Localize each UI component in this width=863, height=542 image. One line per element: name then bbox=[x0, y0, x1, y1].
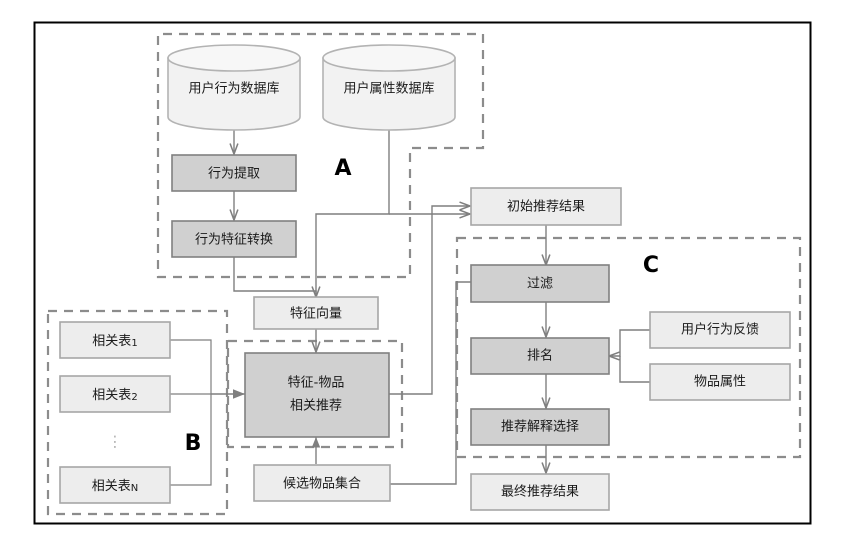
feature-vector-label: 特征向量 bbox=[290, 306, 342, 322]
relation-table-2-node[interactable]: 相关表2 bbox=[59, 375, 171, 413]
group-c-letter: C bbox=[643, 253, 659, 278]
db-user-attribute-label: 用户属性数据库 bbox=[343, 81, 434, 97]
feature-item-recommend-label-line1: 特征-物品 bbox=[288, 376, 345, 391]
final-recommend-result-node[interactable]: 最终推荐结果 bbox=[470, 473, 610, 511]
connector-recommend-to-initial-result bbox=[389, 206, 470, 395]
relation-table-n-node[interactable]: 相关表N bbox=[59, 466, 171, 504]
feature-item-recommend-label-line2: 相关推荐 bbox=[290, 399, 342, 414]
group-c-dashed-box bbox=[455, 236, 802, 459]
user-behavior-feedback-label: 用户行为反馈 bbox=[681, 322, 759, 338]
user-behavior-feedback-node[interactable]: 用户行为反馈 bbox=[649, 311, 791, 349]
db-user-behavior-label: 用户行为数据库 bbox=[188, 81, 279, 97]
db-user-attribute[interactable]: 用户属性数据库 bbox=[322, 44, 456, 131]
explanation-selection-node[interactable]: 推荐解释选择 bbox=[470, 408, 610, 446]
group-a-letter: A bbox=[334, 156, 351, 181]
ranking-label: 排名 bbox=[527, 348, 553, 364]
connector-itemattr-to-ranking bbox=[619, 356, 650, 383]
group-b-letter: B bbox=[185, 431, 202, 456]
connector-tablen-bus bbox=[170, 394, 212, 486]
relation-table-1-node[interactable]: 相关表1 bbox=[59, 321, 171, 359]
relation-table-1-label: 相关表1 bbox=[92, 334, 137, 350]
relation-table-2-label: 相关表2 bbox=[92, 388, 137, 404]
behavior-feature-transform-label: 行为特征转换 bbox=[195, 233, 273, 248]
feature-vector-node[interactable]: 特征向量 bbox=[253, 296, 379, 330]
feature-item-recommend-node[interactable]: 特征-物品 相关推荐 bbox=[244, 352, 390, 438]
relation-table-n-label: 相关表N bbox=[92, 479, 139, 495]
behavior-extraction-label: 行为提取 bbox=[208, 166, 260, 182]
candidate-item-set-node[interactable]: 候选物品集合 bbox=[253, 464, 391, 502]
filter-label: 过滤 bbox=[527, 277, 553, 292]
filter-node[interactable]: 过滤 bbox=[470, 264, 610, 303]
candidate-item-set-label: 候选物品集合 bbox=[283, 476, 361, 492]
item-attribute-label: 物品属性 bbox=[694, 375, 746, 390]
ranking-node[interactable]: 排名 bbox=[470, 337, 610, 375]
connector-feedback-to-ranking bbox=[609, 329, 650, 356]
initial-recommend-result-node[interactable]: 初始推荐结果 bbox=[470, 187, 622, 226]
connector-candidate-to-filter bbox=[389, 282, 483, 485]
connector-table1-bus bbox=[170, 339, 212, 394]
behavior-feature-transform-node[interactable]: 行为特征转换 bbox=[171, 220, 297, 258]
connector-db2-to-featurevector bbox=[316, 130, 390, 297]
explanation-selection-label: 推荐解释选择 bbox=[501, 420, 579, 435]
item-attribute-node[interactable]: 物品属性 bbox=[649, 363, 791, 401]
db-user-behavior[interactable]: 用户行为数据库 bbox=[167, 44, 301, 131]
final-recommend-result-label: 最终推荐结果 bbox=[501, 484, 579, 500]
relation-table-ellipsis-glyph: ⋮ bbox=[108, 433, 123, 451]
behavior-extraction-node[interactable]: 行为提取 bbox=[171, 154, 297, 192]
group-a-dashed-box bbox=[156, 32, 485, 279]
relation-table-ellipsis: ⋮ bbox=[108, 433, 123, 451]
initial-recommend-result-label: 初始推荐结果 bbox=[507, 200, 585, 215]
